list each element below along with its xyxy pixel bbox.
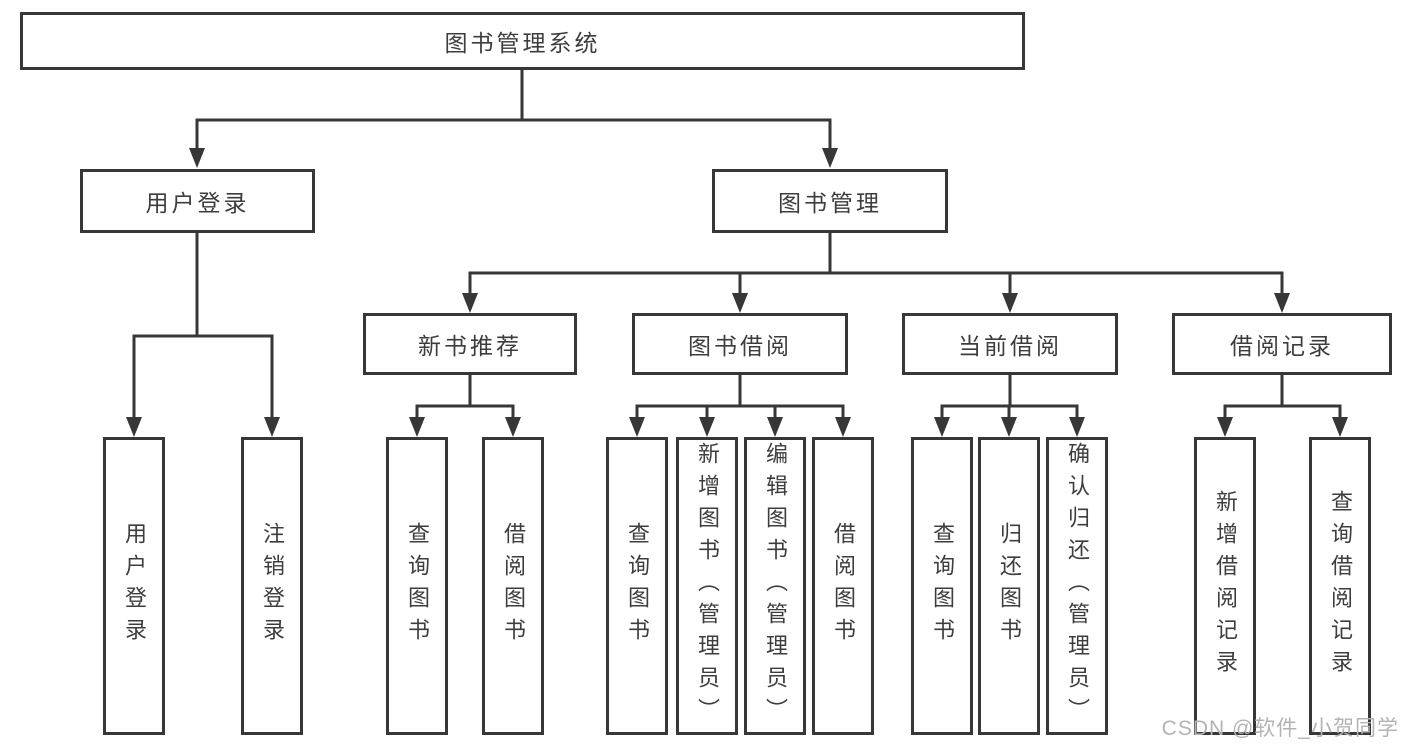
node-new-book-recommend: 新书推荐 (363, 313, 577, 375)
csdn-watermark: CSDN @软件_小贺同学 (1161, 717, 1399, 740)
node-label: 图书管理 (778, 190, 882, 216)
arrowhead-icon (189, 148, 205, 168)
arrowhead-icon (1002, 293, 1018, 313)
node-leaf-edit-book-admin: 编辑图书（管理员） (744, 437, 806, 735)
arrowhead-icon (699, 417, 715, 437)
arrowhead-icon (264, 417, 280, 437)
connector-book-borrow-children (629, 373, 851, 437)
connector-root-to-level2 (189, 68, 838, 168)
node-leaf-query-book: 查询图书 (386, 437, 448, 735)
connector-book-management-children (462, 230, 1290, 313)
arrowhead-icon (1217, 417, 1233, 437)
node-label: 当前借阅 (958, 333, 1062, 359)
arrowhead-icon (732, 293, 748, 313)
node-root: 图书管理系统 (20, 12, 1025, 70)
node-label: 用户登录 (145, 190, 250, 216)
node-leaf-query-book: 查询图书 (911, 437, 973, 735)
node-leaf-query-borrow-record: 查询借阅记录 (1309, 437, 1371, 735)
arrowhead-icon (934, 417, 950, 437)
node-root-label: 图书管理系统 (444, 30, 601, 56)
node-label: 借阅记录 (1230, 333, 1334, 359)
node-label: 查询图书 (930, 522, 955, 650)
node-label: 查询图书 (405, 522, 430, 650)
arrowhead-icon (822, 148, 838, 168)
connector-current-borrow-children (934, 373, 1085, 437)
arrowhead-icon (1332, 417, 1348, 437)
node-leaf-add-borrow-record: 新增借阅记录 (1194, 437, 1256, 735)
node-label: 编辑图书（管理员） (763, 442, 788, 730)
arrowhead-icon (1001, 417, 1017, 437)
node-leaf-borrow-book: 借阅图书 (812, 437, 874, 735)
arrowhead-icon (1069, 417, 1085, 437)
node-label: 归还图书 (997, 522, 1022, 650)
node-label: 借阅图书 (831, 522, 856, 650)
arrowhead-icon (629, 417, 645, 437)
node-label: 图书借阅 (688, 333, 792, 359)
arrowhead-icon (835, 417, 851, 437)
node-book-borrow: 图书借阅 (632, 313, 848, 375)
node-leaf-user-login: 用户登录 (103, 437, 165, 735)
node-label: 注销登录 (260, 522, 285, 650)
connector-borrow-record-children (1217, 373, 1348, 437)
node-label: 新书推荐 (418, 333, 522, 359)
arrowhead-icon (126, 417, 142, 437)
arrowhead-icon (409, 417, 425, 437)
node-leaf-add-book-admin: 新增图书（管理员） (676, 437, 738, 735)
node-leaf-return-book: 归还图书 (978, 437, 1040, 735)
arrowhead-icon (1274, 293, 1290, 313)
node-label: 新增借阅记录 (1213, 490, 1238, 682)
arrowhead-icon (462, 293, 478, 313)
node-label: 确认归还（管理员） (1065, 442, 1090, 730)
connector-new-book-children (409, 373, 521, 437)
node-leaf-borrow-book: 借阅图书 (482, 437, 544, 735)
node-label: 借阅图书 (501, 522, 526, 650)
arrowhead-icon (767, 417, 783, 437)
node-label: 用户登录 (122, 522, 147, 650)
node-label: 查询借阅记录 (1328, 490, 1353, 682)
node-current-borrow: 当前借阅 (902, 313, 1118, 375)
node-label: 新增图书（管理员） (695, 442, 720, 730)
node-user-login: 用户登录 (80, 169, 315, 233)
node-leaf-logout: 注销登录 (241, 437, 303, 735)
connector-user-login-children (126, 230, 280, 437)
node-borrow-record: 借阅记录 (1172, 313, 1392, 375)
node-book-management: 图书管理 (712, 169, 948, 233)
node-leaf-query-book: 查询图书 (606, 437, 668, 735)
node-leaf-confirm-return-admin: 确认归还（管理员） (1046, 437, 1108, 735)
arrowhead-icon (505, 417, 521, 437)
node-label: 查询图书 (625, 522, 650, 650)
